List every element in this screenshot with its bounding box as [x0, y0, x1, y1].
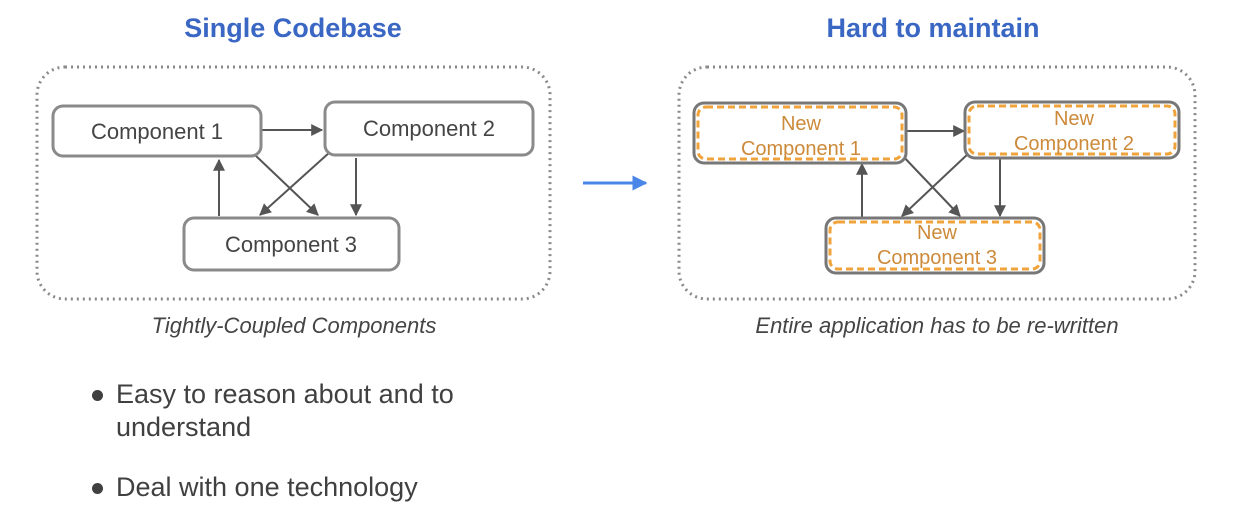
new-component-2-line2: Component 2: [1014, 133, 1134, 155]
bullet-text: Deal with one technology: [116, 472, 418, 502]
new-component-1-line1: New: [781, 113, 822, 135]
new-component-2-line1: New: [1054, 108, 1095, 130]
right-container: [677, 65, 1197, 301]
new-component-3-line1: New: [917, 222, 958, 244]
bullet-text: Easy to reason about and to understand: [116, 379, 454, 442]
component-1-label: Component 1: [91, 119, 223, 144]
left-title: Single Codebase: [184, 13, 402, 43]
arrow-new-c1-to-new-c3: [899, 152, 961, 217]
left-arrows: [213, 124, 362, 217]
bullet-list: Easy to reason about and to understand D…: [88, 378, 528, 531]
bullet-item: Easy to reason about and to understand: [88, 378, 528, 444]
component-2-label: Component 2: [363, 116, 495, 141]
bullet-dot-icon: [92, 483, 103, 494]
component-1-box: Component 1: [51, 104, 263, 158]
arrow-new-c2-to-new-c3-diagonal: [901, 151, 971, 217]
right-caption: Entire application has to be re-written: [755, 313, 1119, 338]
right-title: Hard to maintain: [826, 13, 1040, 43]
left-caption: Tightly-Coupled Components: [151, 313, 437, 338]
new-component-1-line2: Component 1: [741, 138, 861, 160]
left-container: [35, 65, 552, 301]
new-component-3-line2: Component 3: [877, 247, 997, 269]
new-component-3-box: New Component 3: [824, 216, 1046, 275]
bullet-item: Deal with one technology: [88, 471, 528, 504]
right-arrows: [856, 125, 1006, 218]
component-2-box: Component 2: [323, 100, 535, 157]
component-3-label: Component 3: [225, 232, 357, 257]
bullet-dot-icon: [92, 390, 103, 401]
component-3-box: Component 3: [182, 216, 401, 272]
new-component-1-box: New Component 1: [692, 101, 908, 165]
new-component-2-box: New Component 2: [963, 100, 1181, 160]
arrow-c2-to-c3-diagonal: [259, 151, 331, 216]
arrow-c1-to-c3: [254, 154, 319, 216]
